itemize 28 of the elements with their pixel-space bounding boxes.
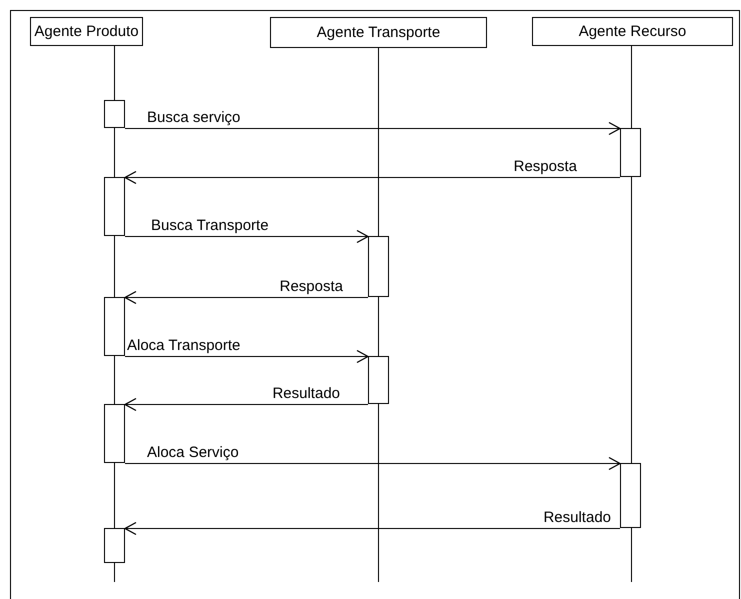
message-arrow <box>124 230 369 244</box>
lifeline-head: Agente Transporte <box>270 17 487 48</box>
message-label: Resultado <box>542 508 612 526</box>
activation-bar <box>104 177 125 236</box>
message-label: Resultado <box>271 384 341 402</box>
activation-bar <box>104 528 125 563</box>
activation-bar <box>620 128 641 177</box>
lifeline-head: Agente Produto <box>30 17 143 46</box>
activation-bar <box>620 463 641 528</box>
message-arrow <box>124 170 620 184</box>
activation-bar <box>368 236 389 297</box>
message-label: Aloca Serviço <box>146 444 240 460</box>
activation-bar <box>104 404 125 463</box>
message-arrow <box>124 122 621 136</box>
message-arrow <box>124 350 369 364</box>
message-label: Busca serviço <box>146 108 242 126</box>
message-arrow <box>124 290 368 304</box>
message-label: Resposta <box>278 278 344 294</box>
activation-bar <box>104 297 125 356</box>
lifeline-head: Agente Recurso <box>532 17 733 46</box>
message-label: Busca Transporte <box>150 216 270 234</box>
activation-bar <box>368 356 389 404</box>
activation-bar <box>104 100 125 128</box>
message-arrow <box>124 456 621 470</box>
message-arrow <box>124 522 620 536</box>
message-label: Resposta <box>512 158 578 174</box>
message-label: Aloca Transporte <box>126 336 242 354</box>
message-arrow <box>124 398 368 412</box>
